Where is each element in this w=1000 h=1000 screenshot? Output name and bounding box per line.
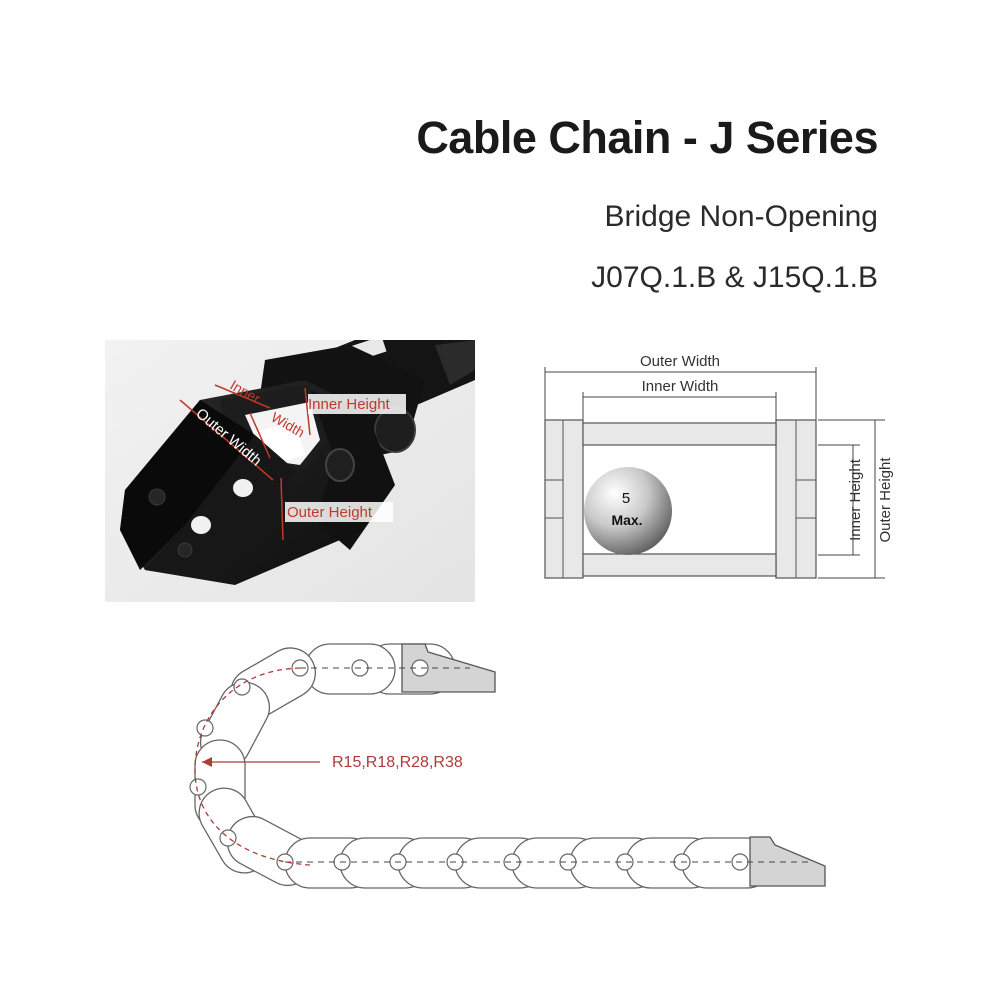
cable-max: Max.: [611, 512, 642, 528]
bend-radius-label: R15,R18,R28,R38: [332, 754, 463, 771]
outer-height-dim: Outer Height: [877, 457, 894, 543]
product-photo: Inner Height Inner Width Outer Width Out…: [105, 340, 475, 602]
cable-ball: [584, 467, 672, 555]
cable-size: 5: [622, 490, 630, 507]
inner-height-label: Inner Height: [308, 396, 391, 413]
page-title: Cable Chain - J Series: [416, 112, 878, 163]
cross-section-diagram: Outer Width Inner Width Inner Height Out…: [520, 335, 920, 605]
inner-height-dim: Inner Height: [847, 458, 864, 541]
cross-section-svg: Outer Width Inner Width Inner Height Out…: [544, 353, 894, 579]
cable-chain-photo: Inner Height Inner Width Outer Width Out…: [105, 340, 475, 602]
outer-width-dim: Outer Width: [640, 353, 720, 370]
product-subtitle: Bridge Non-Opening: [604, 200, 878, 233]
chain-side-view: R15,R18,R28,R38: [170, 630, 850, 890]
chain-side-svg: R15,R18,R28,R38: [189, 643, 826, 889]
outer-height-label: Outer Height: [287, 504, 373, 521]
bottom-end-bracket: [749, 836, 826, 887]
model-numbers: J07Q.1.B & J15Q.1.B: [591, 261, 878, 294]
inner-width-dim: Inner Width: [642, 378, 719, 395]
